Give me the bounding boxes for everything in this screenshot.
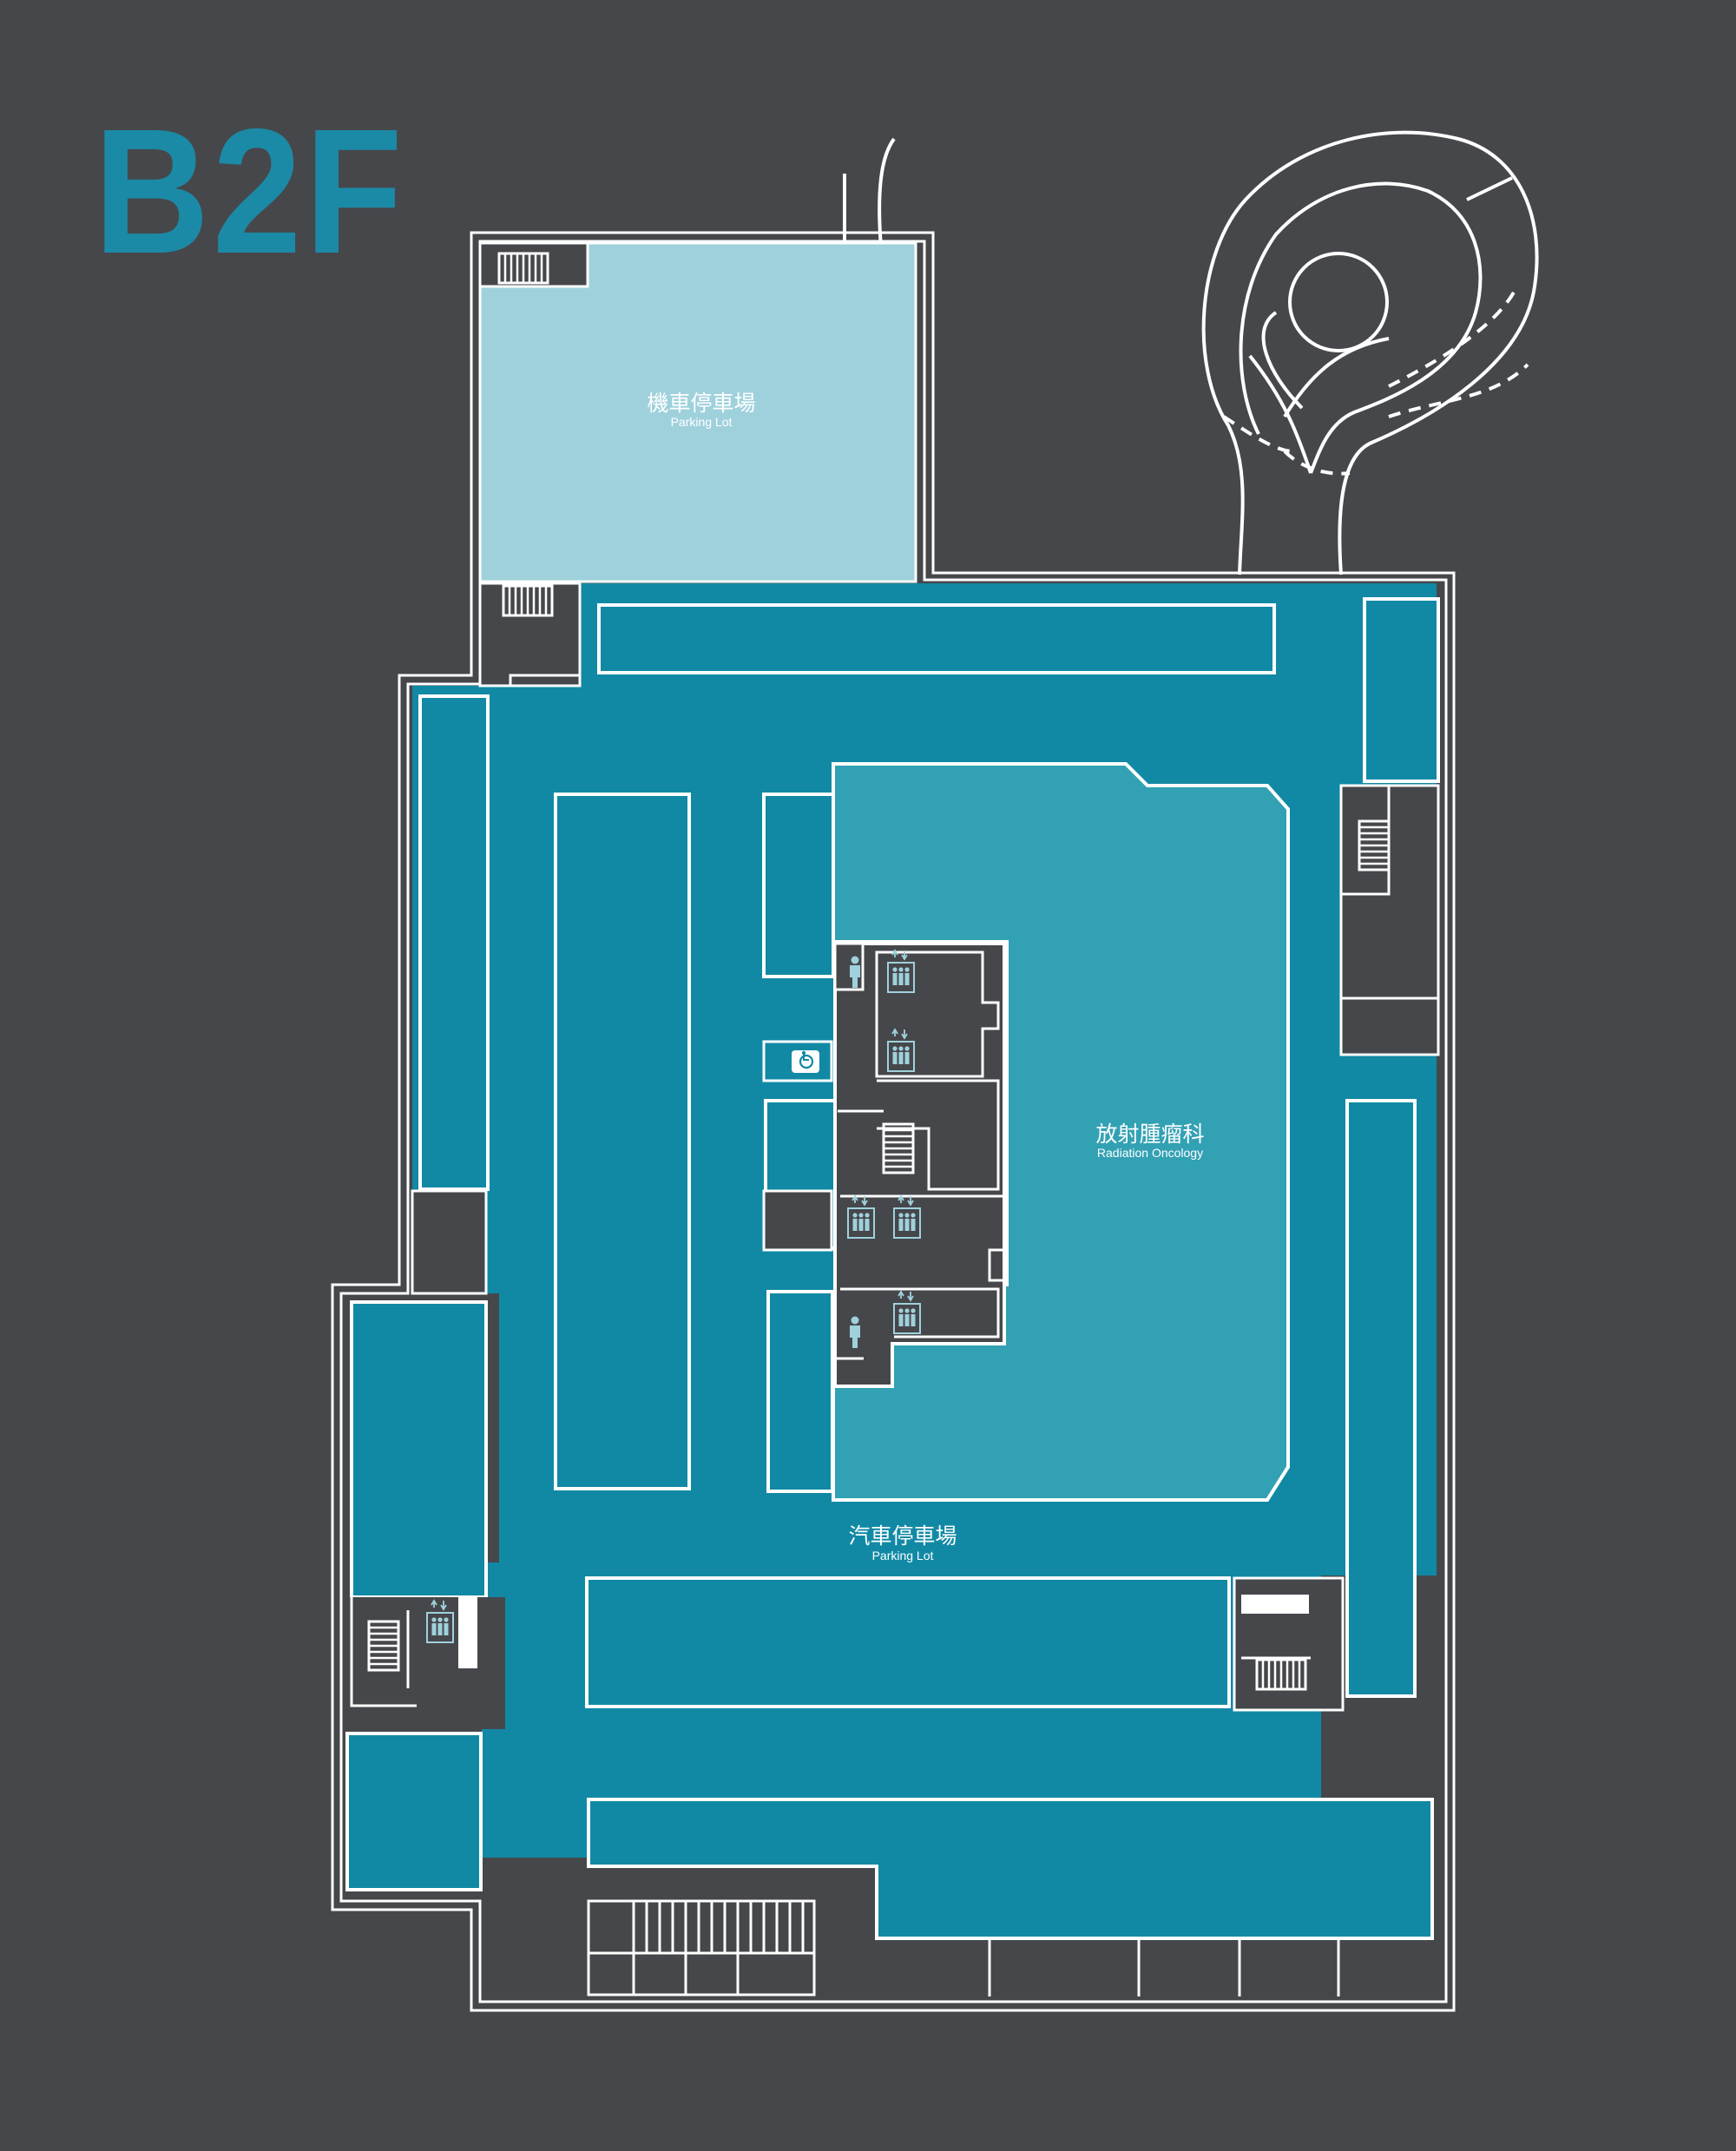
access-path bbox=[843, 137, 896, 248]
scooter-parking-label-zh: 機車停車場 bbox=[647, 391, 755, 416]
floor-label: B2F bbox=[94, 92, 406, 291]
service-strip bbox=[587, 1899, 1340, 1996]
car-parking-label-en: Parking Lot bbox=[872, 1549, 934, 1562]
parking-ramp bbox=[1201, 130, 1539, 576]
stairwell bbox=[1233, 1576, 1345, 1712]
parking-bay bbox=[766, 1290, 834, 1493]
parking-bay bbox=[554, 793, 691, 1490]
radiation-oncology-label-en: Radiation Oncology bbox=[1097, 1146, 1203, 1160]
parking-bay bbox=[587, 1798, 1434, 1940]
car-parking-label-zh: 汽車停車場 bbox=[848, 1523, 957, 1549]
parking-bay bbox=[418, 694, 490, 1191]
stairwell bbox=[1339, 784, 1440, 1056]
parking-bay bbox=[350, 1300, 488, 1599]
parking-bays bbox=[345, 597, 1440, 1891]
radiation-oncology-label-zh: 放射腫瘤科 bbox=[1095, 1122, 1204, 1147]
stairwell bbox=[347, 1189, 505, 1729]
accessible-icon bbox=[792, 1050, 819, 1073]
stairwell bbox=[478, 582, 582, 687]
parking-bay bbox=[585, 1576, 1231, 1708]
stairs-icon bbox=[478, 241, 589, 288]
parking-bay bbox=[597, 603, 1276, 674]
service-core bbox=[762, 942, 1009, 1388]
building-outline bbox=[331, 231, 1456, 2012]
scooter-parking-label-en: Parking Lot bbox=[671, 415, 733, 429]
parking-bay bbox=[1363, 597, 1440, 783]
parking-bay bbox=[345, 1732, 483, 1891]
parking-bay bbox=[762, 793, 835, 978]
scooter-parking-lot[interactable] bbox=[478, 241, 917, 583]
parking-bay bbox=[1345, 1099, 1417, 1698]
